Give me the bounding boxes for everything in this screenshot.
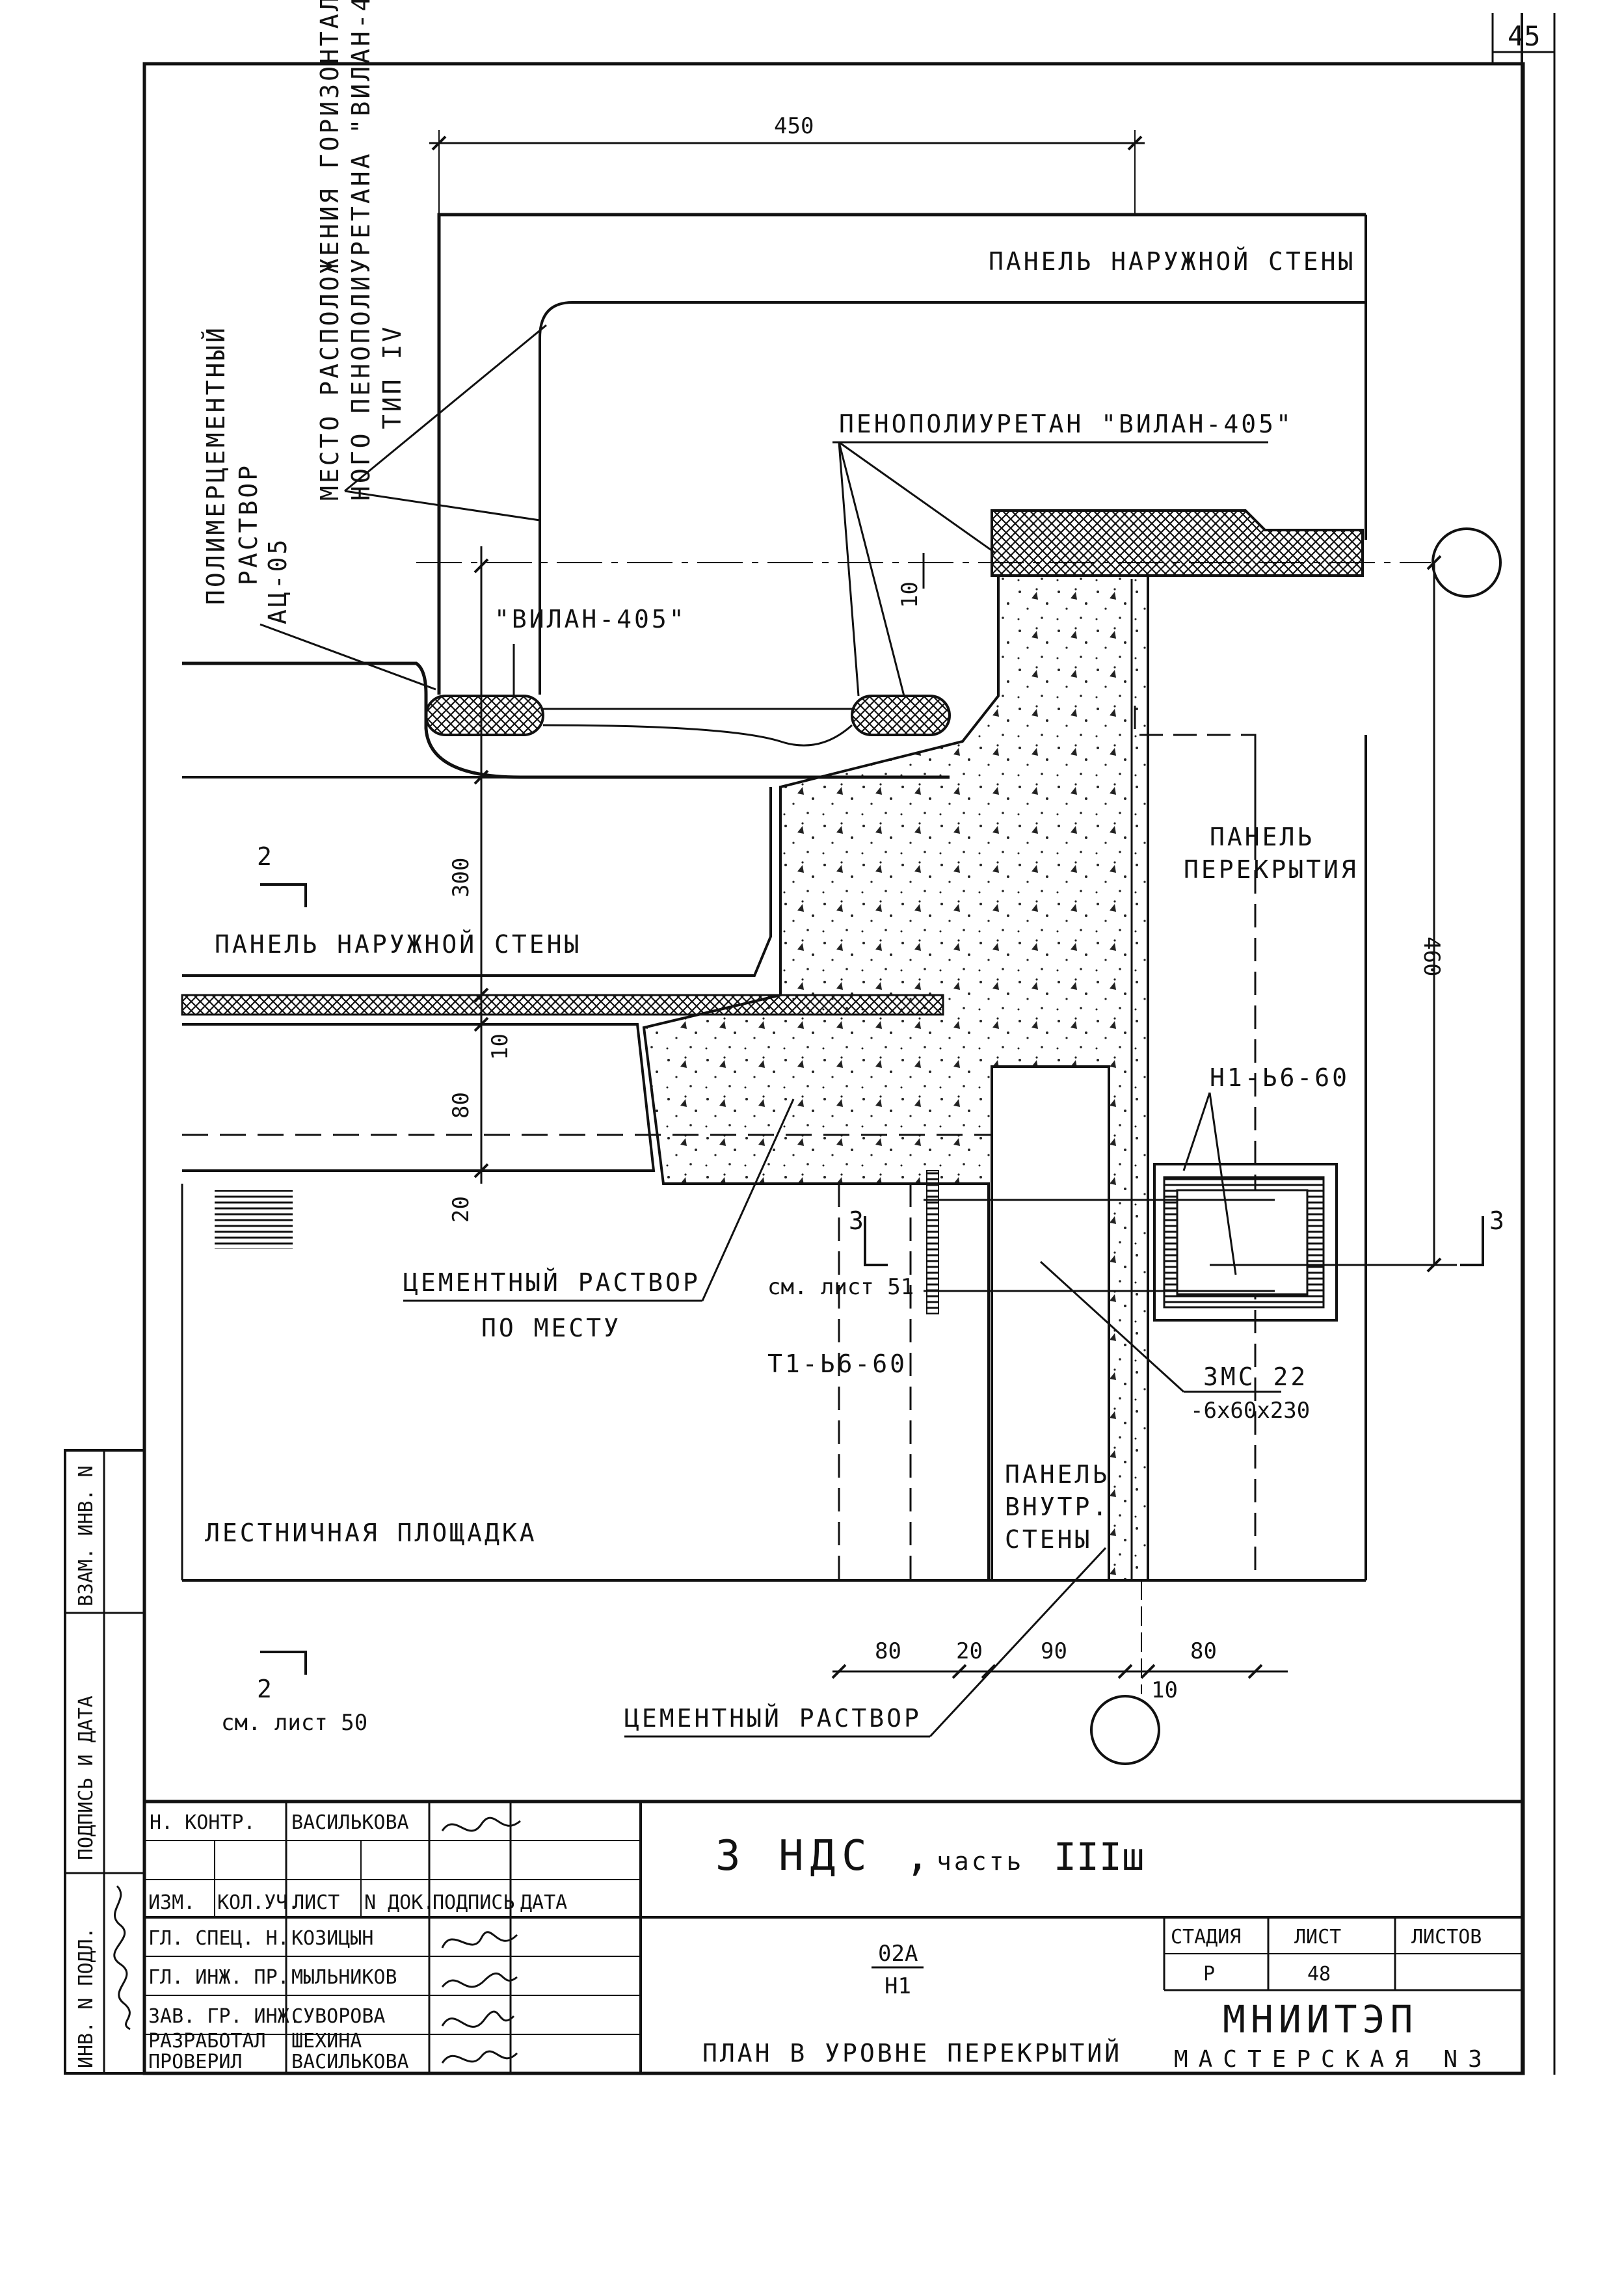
tb-header-podpis: ПОДПИСЬ [433,1891,514,1914]
dim-bottom-20: 20 [956,1638,983,1664]
label-inner-wall-2: ВНУТР. [1005,1493,1110,1521]
tb-project: 3 НДС , [715,1832,937,1880]
stamp-podpis-data: ПОДПИСЬ И ДАТА [75,1696,98,1860]
label-outer-wall-panel-top: ПАНЕЛЬ НАРУЖНОЙ СТЕНЫ [989,247,1355,276]
label-floor-panel-2: ПЕРЕКРЫТИЯ [1184,855,1359,884]
tb-role-4: РАЗРАБОТАЛ [148,2030,266,2053]
label-vilan: "ВИЛАН-405" [494,605,687,633]
dim-right-460: 460 [1418,937,1444,976]
tb-org: МНИИТЭП [1223,1997,1418,2042]
label-embedded-h1: Н1-Ь6-60 [1210,1063,1350,1092]
tb-name-2: МЫЛЬНИКОВ [291,1966,397,1989]
tb-stage: Р [1203,1963,1215,1986]
tb-name-3: СУВОРОВА [291,2005,386,2028]
tb-n-kontr-name: ВАСИЛЬКОВА [291,1811,409,1834]
note-polymer-mortar-2: РАСТВОР [234,463,263,585]
label-foam: ПЕНОПОЛИУРЕТАН "ВИЛАН-405" [839,410,1294,438]
note-polymer-mortar-1: ПОЛИМЕРЦЕМЕНТНЫЙ [202,325,230,605]
section-2-top: 2 [257,842,274,871]
tb-stage-header: СТАДИЯ [1171,1926,1241,1949]
embedded-part-h1 [924,1163,1338,1322]
tb-name-1: КОЗИЦЫН [291,1927,373,1950]
dim-vert-10-mid: 10 [487,1033,513,1060]
tb-sheets-header: ЛИСТОВ [1411,1926,1482,1949]
tb-workshop: МАСТЕРСКАЯ N3 [1174,2046,1493,2073]
tb-n-kontr: Н. КОНТР. [150,1811,256,1834]
foam-strip-top [991,509,1364,577]
dim-vert-80: 80 [448,1092,474,1119]
stamp-vzam-inv: ВЗАМ. ИНВ. N [75,1465,98,1606]
tb-header-koluch: КОЛ.УЧ. [217,1891,299,1914]
dim-vert-20: 20 [448,1196,474,1223]
embedded-part-t1 [926,1170,939,1314]
label-cement-mortar-bottom: ЦЕМЕНТНЫЙ РАСТВОР [624,1704,922,1733]
dim-bottom-80b: 80 [1190,1638,1217,1664]
label-floor-panel-1: ПАНЕЛЬ [1210,823,1314,851]
outer-wall-panel-left [181,661,1002,1172]
joint-line [542,708,853,747]
axis-circle-right [1431,527,1502,598]
inner-wall-panel [991,1065,1110,1582]
dim-bottom-10: 10 [1151,1677,1178,1703]
tb-header-izm: ИЗМ. [148,1891,195,1914]
label-inner-wall-3: СТЕНЫ [1005,1525,1092,1554]
tb-role-3: ЗАВ. ГР. ИНЖ. [148,2005,301,2028]
tb-role-5: ПРОВЕРИЛ [148,2051,243,2073]
label-see-sheet-51: см. лист 51 [767,1274,914,1300]
tb-role-2: ГЛ. ИНЖ. ПР. [148,1966,289,1989]
page-number: 45 [1508,20,1541,52]
tb-name-4: ШЕХИНА [291,2030,362,2053]
label-stair-landing: ЛЕСТНИЧНАЯ ПЛОЩАДКА [205,1519,537,1547]
stamp-inv-podl: ИНВ. N ПОДЛ. [75,1927,98,2068]
vilan-seal-left [425,695,544,736]
vilan-seal-right [851,695,951,736]
note-horizontal-seal-2: НОГО ПЕНОПОЛИУРЕТАНА "ВИЛАН-405" [347,0,375,501]
tb-sheet-header: ЛИСТ [1294,1926,1341,1949]
tb-name-5: ВАСИЛЬКОВА [291,2051,409,2073]
section-3-right: 3 [1489,1206,1507,1235]
tb-sheet-title: ПЛАН В УРОВНЕ ПЕРЕКРЫТИЙ [702,2039,1122,2068]
tb-code-bottom: Н1 [885,1973,911,1999]
tb-part-value: IIIш [1054,1835,1145,1879]
section-2-bottom: 2 [257,1675,274,1703]
section-markers [260,883,1484,1675]
note-horizontal-seal-1: МЕСТО РАСПОЛОЖЕНИЯ ГОРИЗОНТАЛЬ- [315,0,344,501]
title-block-grid [142,1800,1525,2075]
tb-header-list: ЛИСТ [293,1891,339,1914]
label-inner-wall-1: ПАНЕЛЬ [1005,1460,1110,1489]
tb-code-top: 02А [878,1941,918,1967]
dim-vert-10-top: 10 [897,581,923,608]
tb-header-data: ДАТА [520,1891,567,1914]
tb-role-1: ГЛ. СПЕЦ. Н. [148,1927,289,1950]
stamp-signature-scribble [113,1885,131,2030]
signatures [441,1816,521,2064]
label-embedded-t1: Т1-Ь6-60 [767,1350,907,1378]
leader-lines [260,324,1281,1738]
section-3-left: 3 [849,1206,866,1235]
stair-landing [181,735,1367,1582]
label-zms-1: ЗМС 22 [1203,1363,1308,1391]
note-horizontal-seal-3: ТИП IV [378,325,406,429]
label-zms-2: -6х60х230 [1190,1398,1310,1424]
tb-header-ndok: N ДОК. [364,1891,434,1914]
dimension-lines [429,130,1442,1679]
label-see-sheet-50: см. лист 50 [221,1710,367,1736]
label-cement-mortar-in-place-2: ПО МЕСТУ [481,1314,621,1342]
dim-top-450: 450 [774,113,814,139]
floor-panel-outline [838,706,1257,1580]
dim-vert-300: 300 [448,858,474,898]
tb-part-label: часть [937,1847,1024,1876]
side-stamp [64,1449,146,2075]
label-outer-wall-panel-left: ПАНЕЛЬ НАРУЖНОЙ СТЕНЫ [215,930,581,959]
note-polymer-mortar-3: АЦ-05 [263,537,292,624]
dim-bottom-90: 90 [1041,1638,1067,1664]
dim-bottom-80a: 80 [875,1638,901,1664]
label-cement-mortar-in-place-1: ЦЕМЕНТНЫЙ РАСТВОР [403,1268,700,1297]
axis-circle-bottom [1090,1695,1160,1765]
tb-sheet: 48 [1307,1963,1331,1986]
